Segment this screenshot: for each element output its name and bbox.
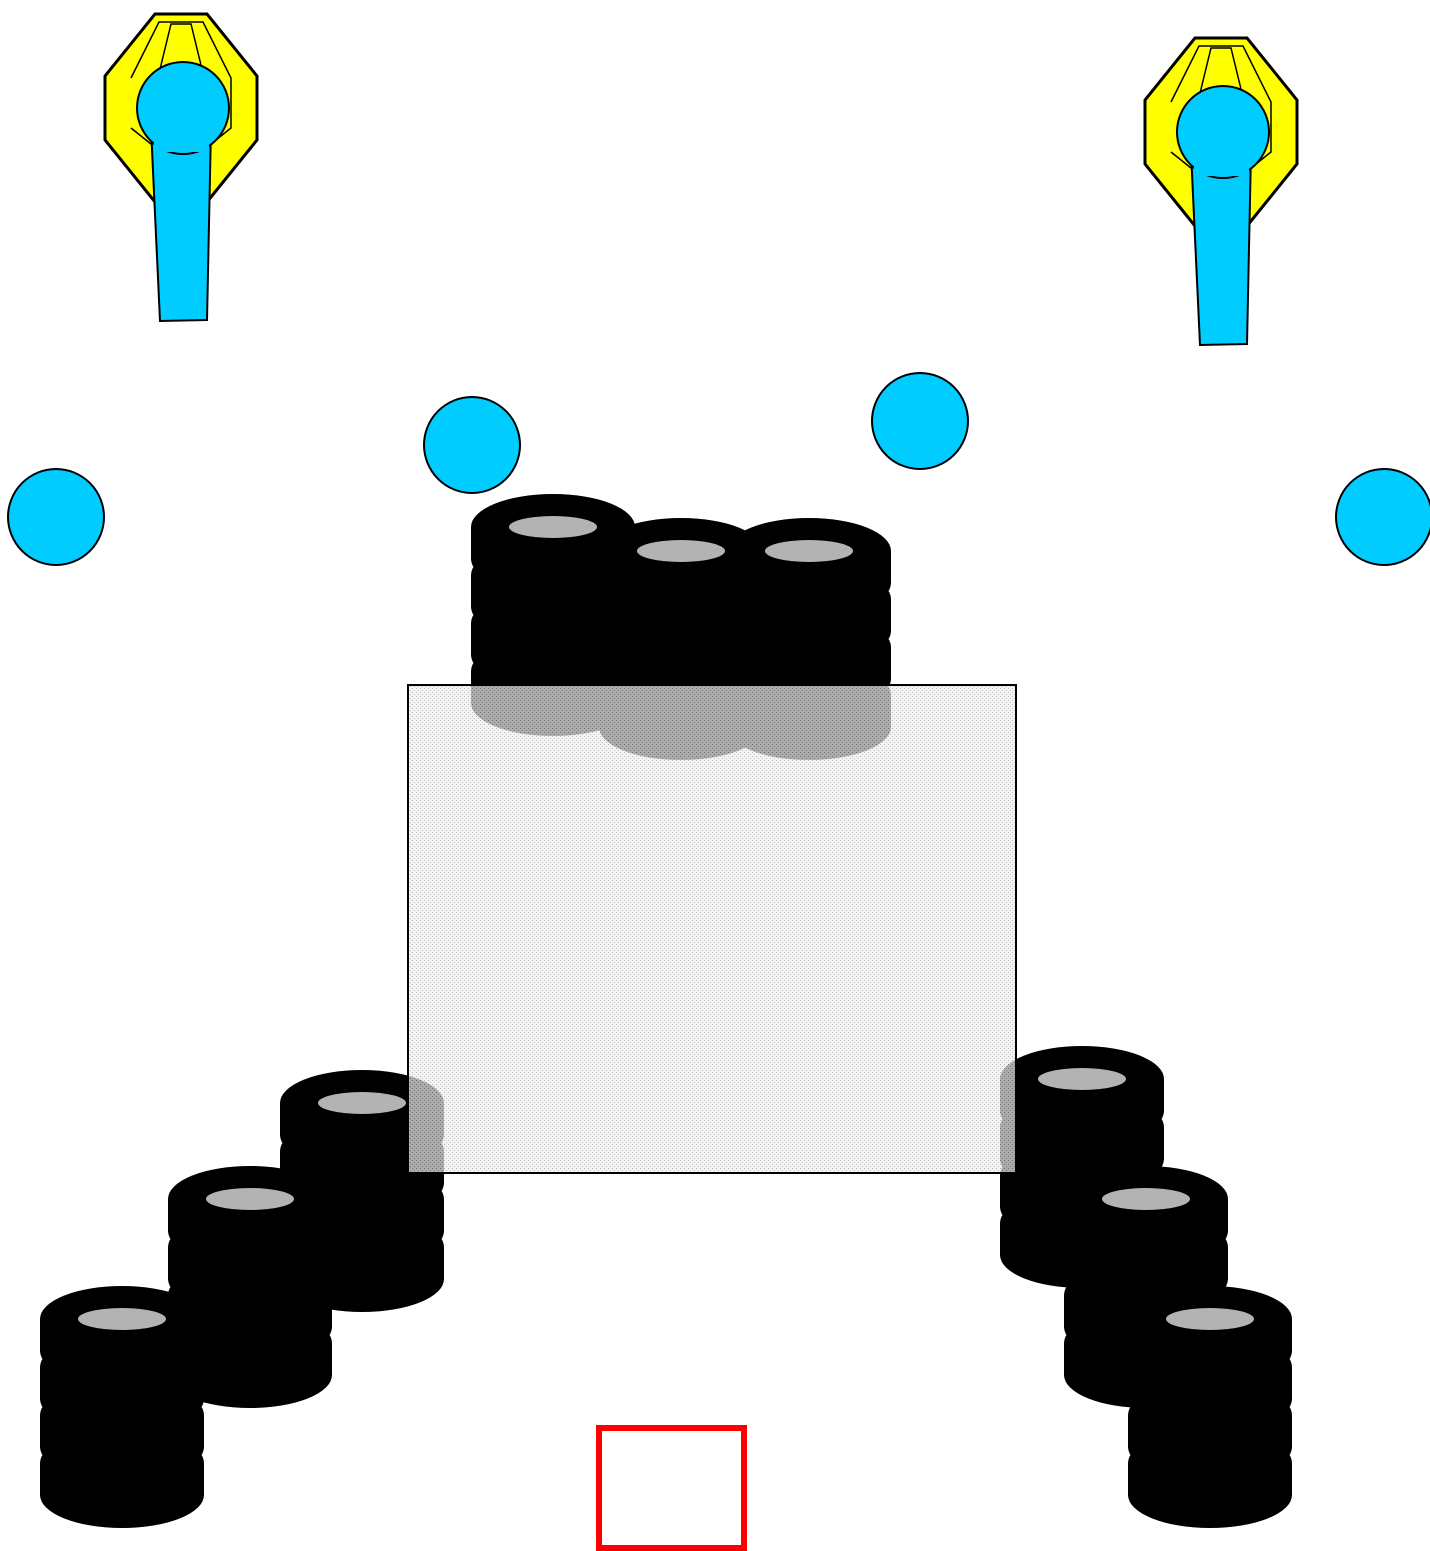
round-marker-icon <box>871 372 969 470</box>
round-marker-icon <box>7 468 105 566</box>
flag-octagon-icon <box>1143 36 1299 347</box>
round-marker-icon <box>1335 468 1430 566</box>
tire-stack-icon <box>40 1286 204 1528</box>
tire-stack-icon <box>1128 1286 1292 1528</box>
translucent-panel <box>407 684 1017 1174</box>
round-marker-icon <box>423 396 521 494</box>
flag-octagon-icon <box>103 12 259 323</box>
start-box-outline <box>596 1425 747 1551</box>
